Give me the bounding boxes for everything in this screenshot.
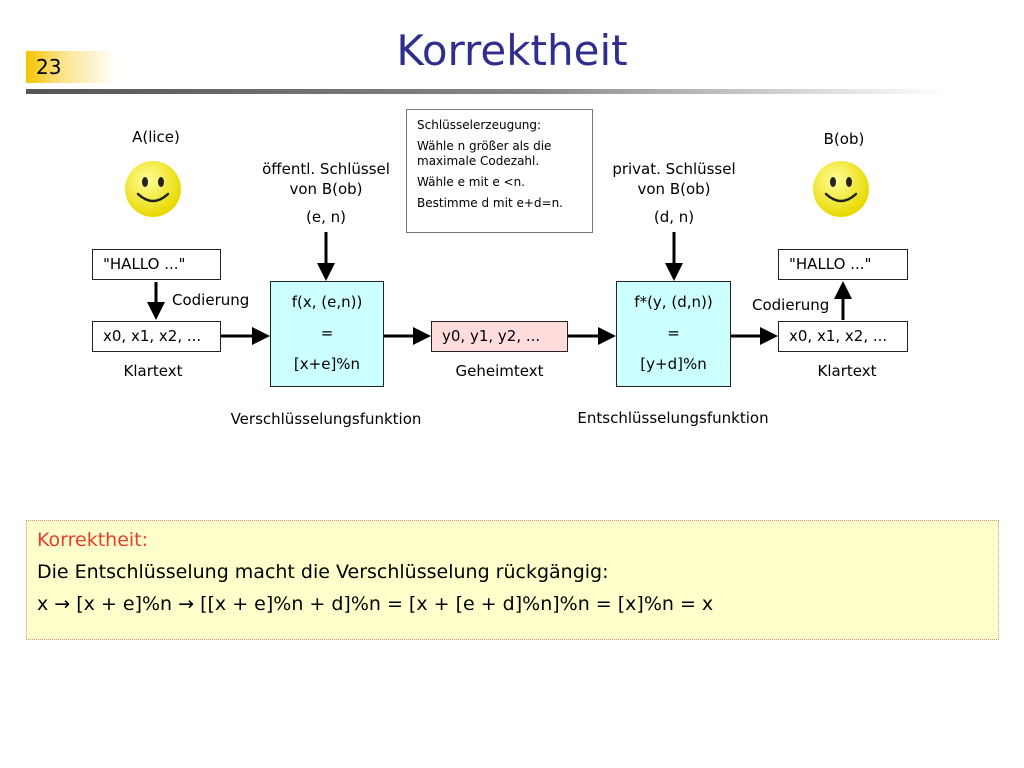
- private-key-label-line1: privat. Schlüssel: [612, 160, 736, 178]
- encryption-function-label: Verschlüsselungsfunktion: [230, 410, 422, 428]
- decryption-line-1: f*(y, (d,n)): [634, 293, 713, 311]
- alice-smiley-icon: [125, 161, 181, 217]
- bob-label: B(ob): [823, 130, 865, 148]
- note-step-3: Bestimme d mit e+d=n.: [417, 196, 563, 210]
- note-step-2: Wähle e mit e <n.: [417, 175, 525, 189]
- note-step-1: Wähle n größer als die maximale Codezahl…: [417, 139, 552, 168]
- alice-label: A(lice): [132, 128, 180, 146]
- right-plaintext-label: Klartext: [817, 362, 877, 380]
- encryption-function-box: f(x, (e,n)) = [x+e]%n: [270, 281, 384, 387]
- decryption-line-2: =: [667, 324, 680, 342]
- public-key-value: (e, n): [306, 208, 346, 226]
- ciphertext-box: y0, y1, y2, ...: [431, 321, 568, 352]
- private-key-label-line2: von B(ob): [637, 180, 711, 198]
- right-message-box: "HALLO ...": [778, 249, 908, 280]
- left-coding-label: Codierung: [172, 291, 250, 309]
- title-divider: [26, 89, 946, 94]
- callout-heading: Korrektheit:: [37, 529, 149, 551]
- decryption-function-box: f*(y, (d,n)) = [y+d]%n: [616, 281, 731, 387]
- left-message-box: "HALLO ...": [92, 249, 221, 280]
- callout-line-1: Die Entschlüsselung macht die Verschlüss…: [37, 561, 609, 583]
- slide-title: Korrektheit: [396, 26, 628, 75]
- public-key-label-line2: von B(ob): [289, 180, 363, 198]
- encryption-line-1: f(x, (e,n)): [291, 293, 363, 311]
- encryption-line-2: =: [320, 324, 334, 342]
- correctness-callout: Korrektheit: Die Entschlüsselung macht d…: [26, 520, 999, 640]
- right-coding-label: Codierung: [752, 296, 830, 314]
- right-plaintext-box: x0, x1, x2, ...: [778, 321, 908, 352]
- left-plaintext-box: x0, x1, x2, ...: [92, 321, 221, 352]
- bob-smiley-icon: [813, 161, 869, 217]
- callout-formula: x → [x + e]%n → [[x + e]%n + d]%n = [x +…: [37, 593, 714, 615]
- left-plaintext-label: Klartext: [123, 362, 183, 380]
- ciphertext-label: Geheimtext: [455, 362, 544, 380]
- private-key-value: (d, n): [653, 208, 695, 226]
- public-key-label-line1: öffentl. Schlüssel: [262, 160, 390, 178]
- decryption-line-3: [y+d]%n: [640, 355, 707, 373]
- decryption-function-label: Entschlüsselungsfunktion: [577, 409, 769, 427]
- key-generation-note: Schlüsselerzeugung: Wähle n größer als d…: [406, 109, 593, 233]
- slide-number: 23: [26, 51, 116, 83]
- encryption-line-3: [x+e]%n: [293, 355, 361, 373]
- note-heading: Schlüsselerzeugung:: [417, 118, 542, 132]
